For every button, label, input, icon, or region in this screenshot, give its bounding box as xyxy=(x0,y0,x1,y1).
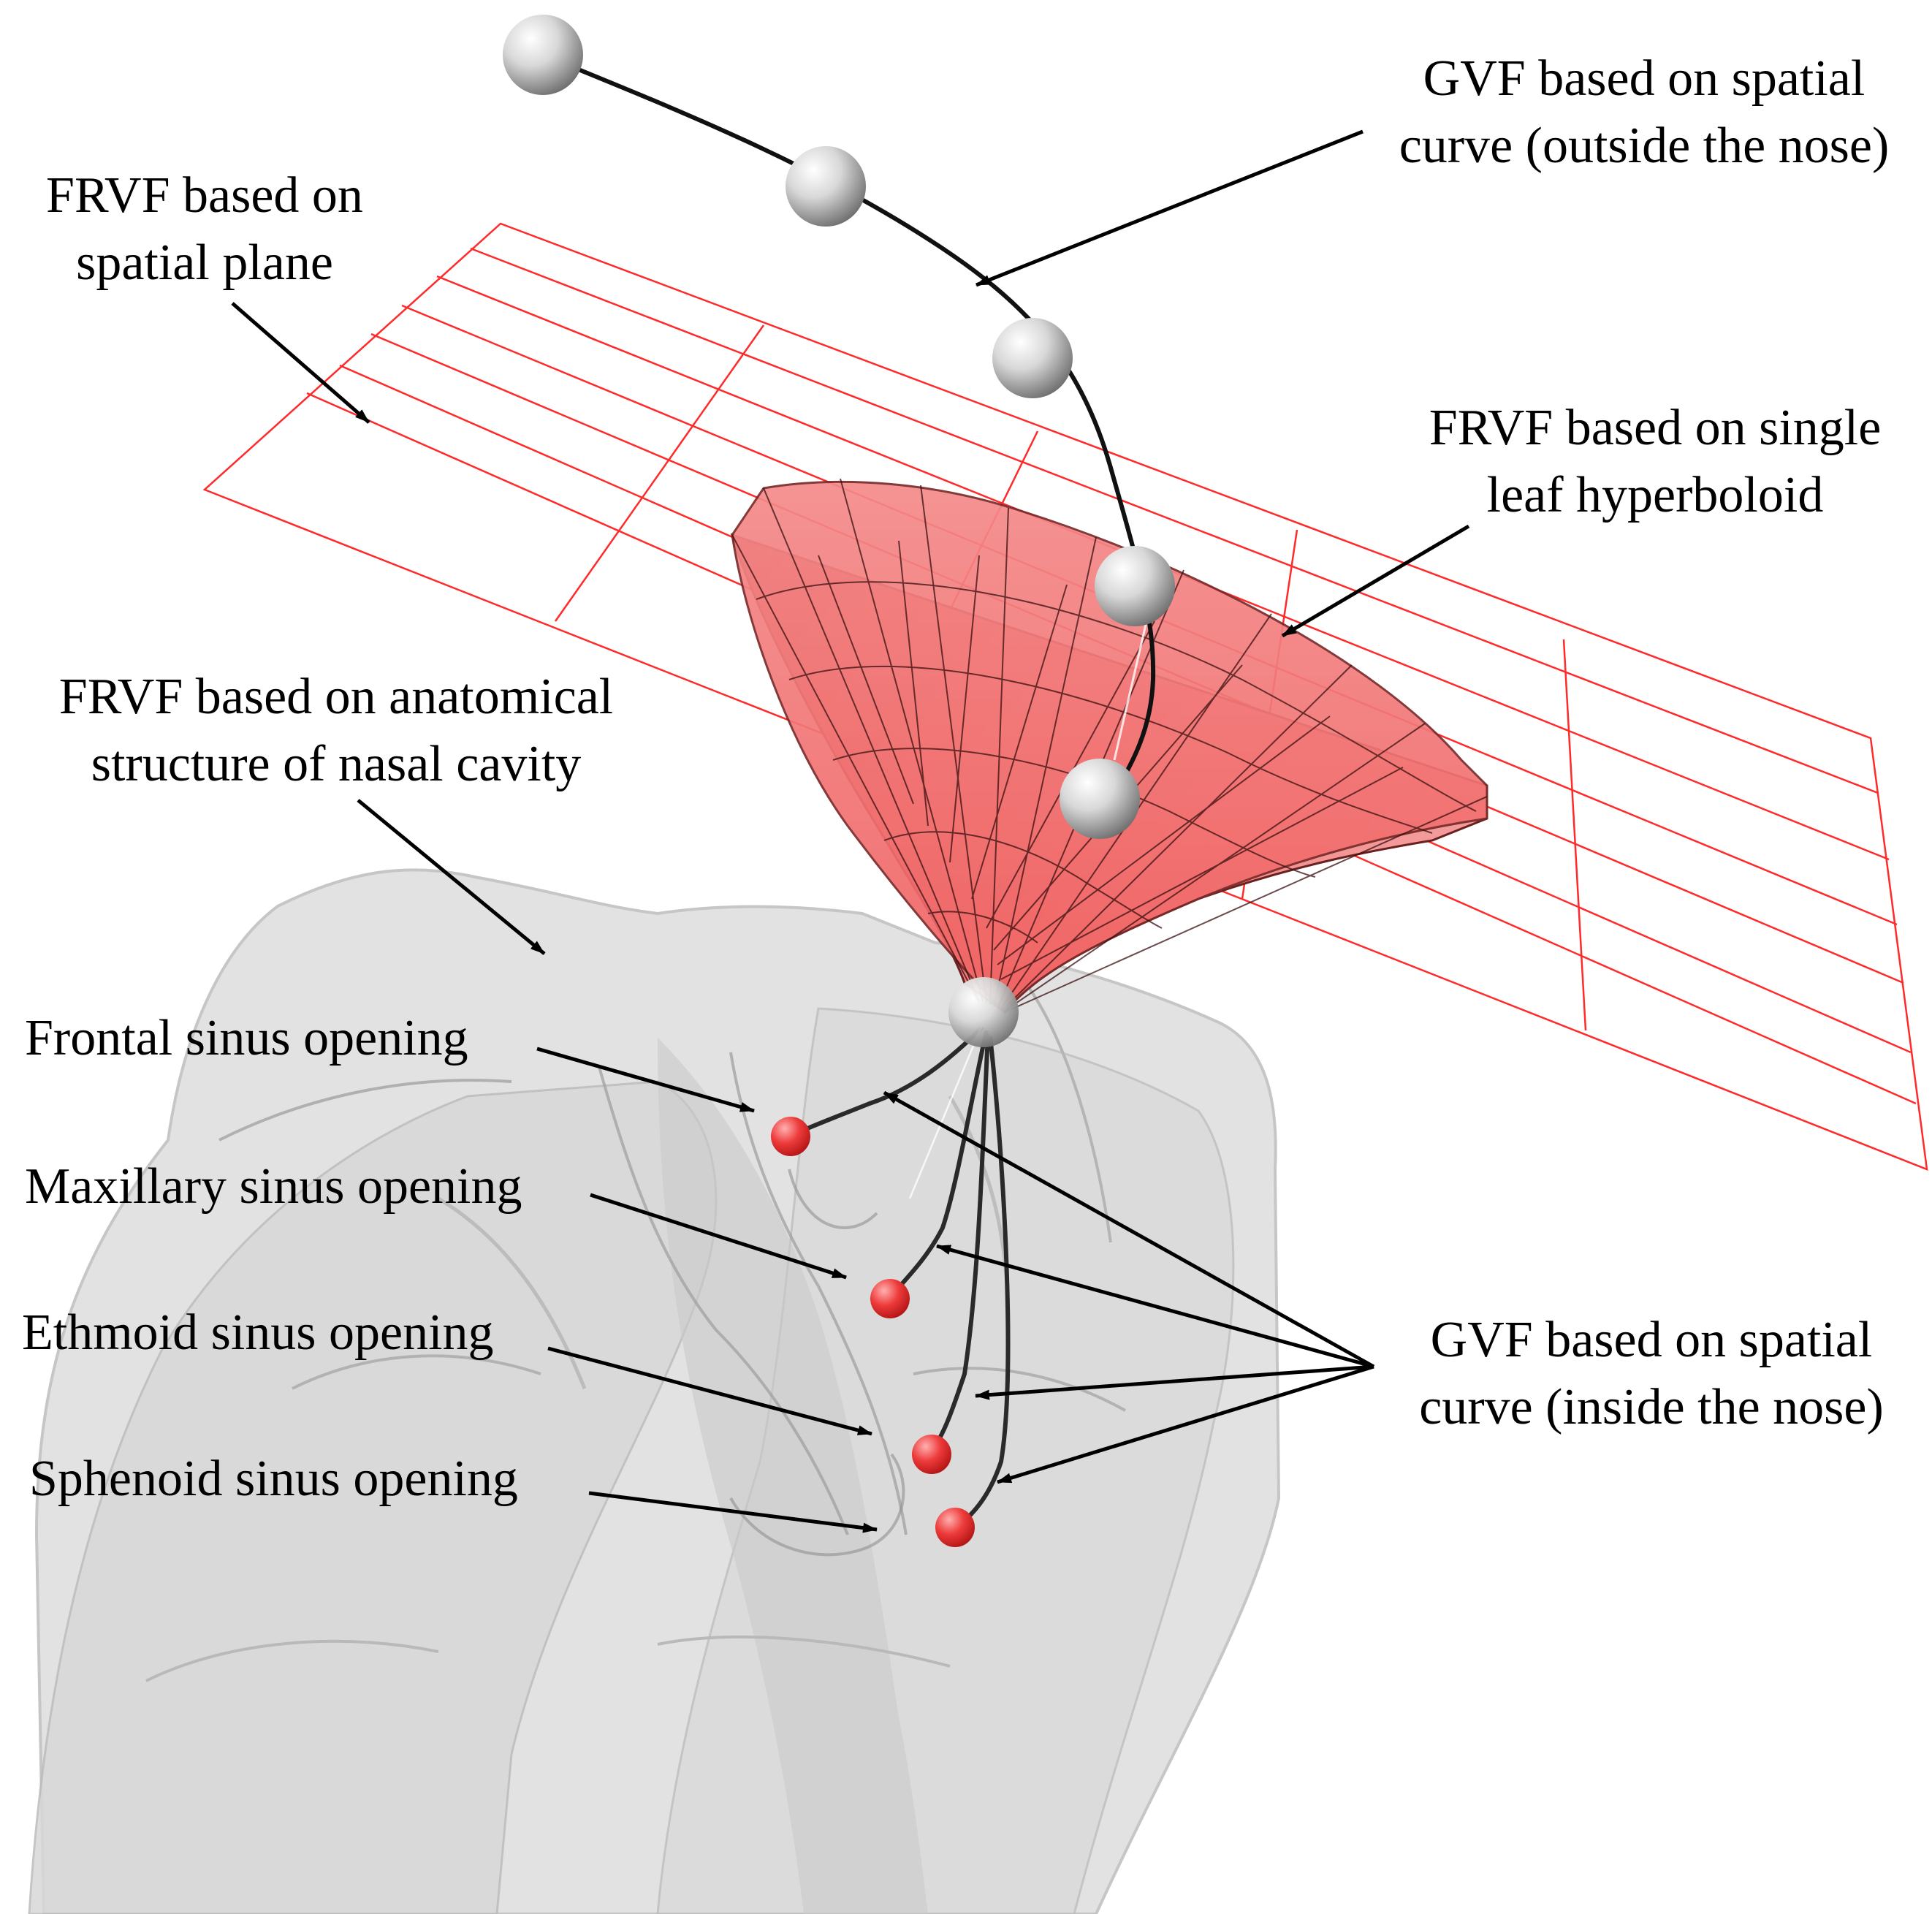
apex-sphere xyxy=(948,977,1019,1047)
arrow-gvf-inside-3 xyxy=(975,1364,1374,1400)
arrow-sphenoid xyxy=(588,1491,878,1533)
arrow-ethmoid xyxy=(547,1346,872,1436)
label-frvf-plane-line1: FRVF based on xyxy=(46,167,363,224)
label-frvf-hyperboloid-line2: leaf hyperboloid xyxy=(1486,467,1824,523)
control-sphere-5 xyxy=(1060,759,1140,839)
nasal-left-lobe xyxy=(28,1080,718,1914)
arrow-maxillary xyxy=(590,1193,847,1280)
arrow-frontal xyxy=(536,1047,755,1113)
curve-control-points xyxy=(503,15,1175,1047)
label-gvf-outside-line2: curve (outside the nose) xyxy=(1399,118,1890,174)
label-sphenoid-sinus: Sphenoid sinus opening xyxy=(29,1451,518,1507)
arrow-frvf-plane xyxy=(231,302,370,424)
callout-arrows xyxy=(231,129,1470,1533)
label-gvf-inside: GVF based on spatial curve (inside the n… xyxy=(1374,1307,1929,1441)
label-frvf-plane: FRVF based on spatial plane xyxy=(15,162,395,297)
sinus-targets xyxy=(771,1117,975,1547)
label-frvf-anatomical-line2: structure of nasal cavity xyxy=(91,736,582,792)
control-sphere-2 xyxy=(786,146,866,227)
label-gvf-outside-line1: GVF based on spatial xyxy=(1423,50,1866,107)
arrow-gvf-inside-2 xyxy=(936,1244,1374,1369)
label-maxillary-sinus: Maxillary sinus opening xyxy=(25,1158,522,1215)
arrow-gvf-outside xyxy=(975,129,1364,287)
maxillary-target xyxy=(870,1279,910,1318)
label-frvf-anatomical: FRVF based on anatomical structure of na… xyxy=(15,664,658,798)
label-ethmoid-sinus: Ethmoid sinus opening xyxy=(22,1305,494,1361)
gvf-curve-outside xyxy=(541,53,1156,813)
arrow-gvf-inside-4 xyxy=(997,1364,1374,1484)
label-gvf-inside-line1: GVF based on spatial xyxy=(1430,1312,1873,1368)
label-frontal-sinus: Frontal sinus opening xyxy=(25,1010,468,1066)
hyperboloid-rim xyxy=(731,480,1488,1014)
sphenoid-target xyxy=(935,1508,975,1547)
arrow-frvf-hyperboloid xyxy=(1281,524,1470,638)
label-frvf-hyperboloid-line1: FRVF based on single xyxy=(1429,400,1882,456)
control-sphere-3 xyxy=(992,318,1073,398)
label-gvf-outside: GVF based on spatial curve (outside the … xyxy=(1366,45,1922,180)
ethmoid-target xyxy=(912,1435,951,1474)
gvf-curves-inside xyxy=(789,1025,1011,1530)
label-frvf-hyperboloid: FRVF based on single leaf hyperboloid xyxy=(1385,395,1925,529)
arrow-frvf-anatomical xyxy=(357,799,546,955)
control-sphere-1 xyxy=(503,15,583,95)
arrow-gvf-inside-1 xyxy=(883,1090,1375,1369)
label-gvf-inside-line2: curve (inside the nose) xyxy=(1419,1379,1884,1435)
label-frvf-anatomical-line1: FRVF based on anatomical xyxy=(58,669,614,725)
nasal-septum xyxy=(658,1038,928,1914)
label-frvf-plane-line2: spatial plane xyxy=(76,235,333,291)
frontal-target xyxy=(771,1117,810,1156)
nasal-cavity-model xyxy=(28,868,1281,1914)
control-sphere-4 xyxy=(1095,546,1175,626)
